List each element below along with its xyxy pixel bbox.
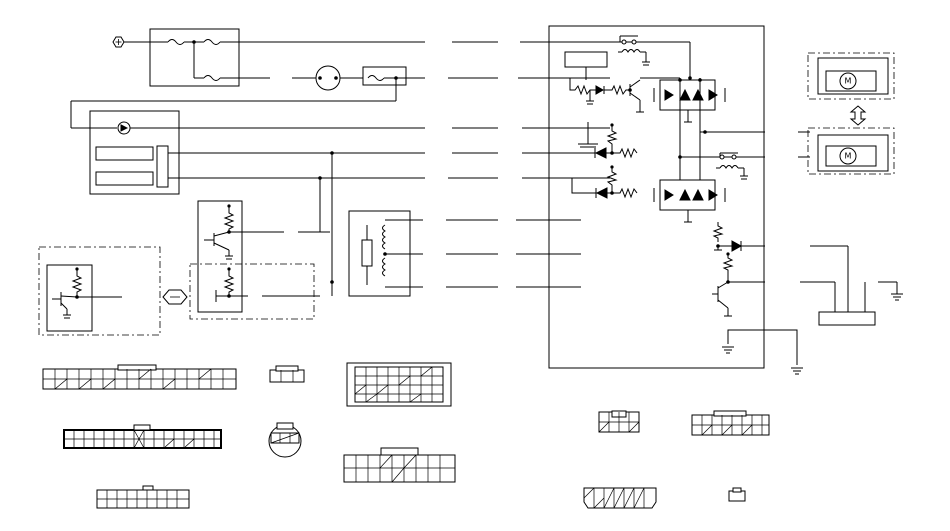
connector-view [64, 425, 221, 448]
remote-sensor-module [39, 247, 187, 335]
power-source [113, 37, 150, 47]
connector-view [584, 488, 656, 508]
control-unit [549, 26, 810, 374]
switch-contact [96, 147, 153, 160]
fuse-icon [368, 76, 384, 81]
coil-assembly [349, 211, 581, 296]
h-bridge-upper [654, 78, 725, 122]
switch-lever [157, 146, 168, 187]
coil-icon [383, 225, 386, 249]
connector-view [97, 486, 189, 508]
motor-label: M [845, 152, 852, 161]
fuse-box [150, 29, 610, 86]
relay-coil-icon [622, 50, 640, 53]
sensor-block [819, 312, 875, 325]
motor-icon [840, 73, 856, 89]
connector-view [344, 448, 455, 482]
motor-label: M [845, 77, 852, 86]
fuse-icon [168, 40, 184, 45]
motor-unit-upper: M [808, 53, 894, 99]
motor-icon [840, 148, 856, 164]
h-bridge-lower [654, 180, 725, 222]
relay-coil-icon [720, 166, 738, 169]
two-way-arrow-icon [851, 106, 865, 125]
fuse-icon [204, 40, 220, 45]
connector-view [270, 366, 304, 382]
connector-view [43, 365, 236, 389]
sensor-transistors [190, 151, 334, 319]
inline-fuse-box [363, 67, 406, 85]
connector-view [347, 363, 451, 406]
connector-view [692, 411, 769, 435]
switch-assembly [90, 111, 610, 194]
horn-circuit [71, 66, 610, 128]
ecu-ic-block [565, 52, 607, 67]
switch-contact [96, 172, 153, 185]
connector-view [599, 411, 639, 432]
connector-view [729, 488, 745, 501]
coil-icon [383, 258, 386, 276]
connector-view [269, 423, 301, 457]
motor-unit-lower: M [808, 128, 894, 174]
resistor-element [362, 240, 372, 266]
fuse-icon [204, 76, 220, 81]
right-stub-wiring [548, 78, 903, 325]
connector-views [43, 363, 769, 508]
wire-breaks [122, 42, 810, 297]
